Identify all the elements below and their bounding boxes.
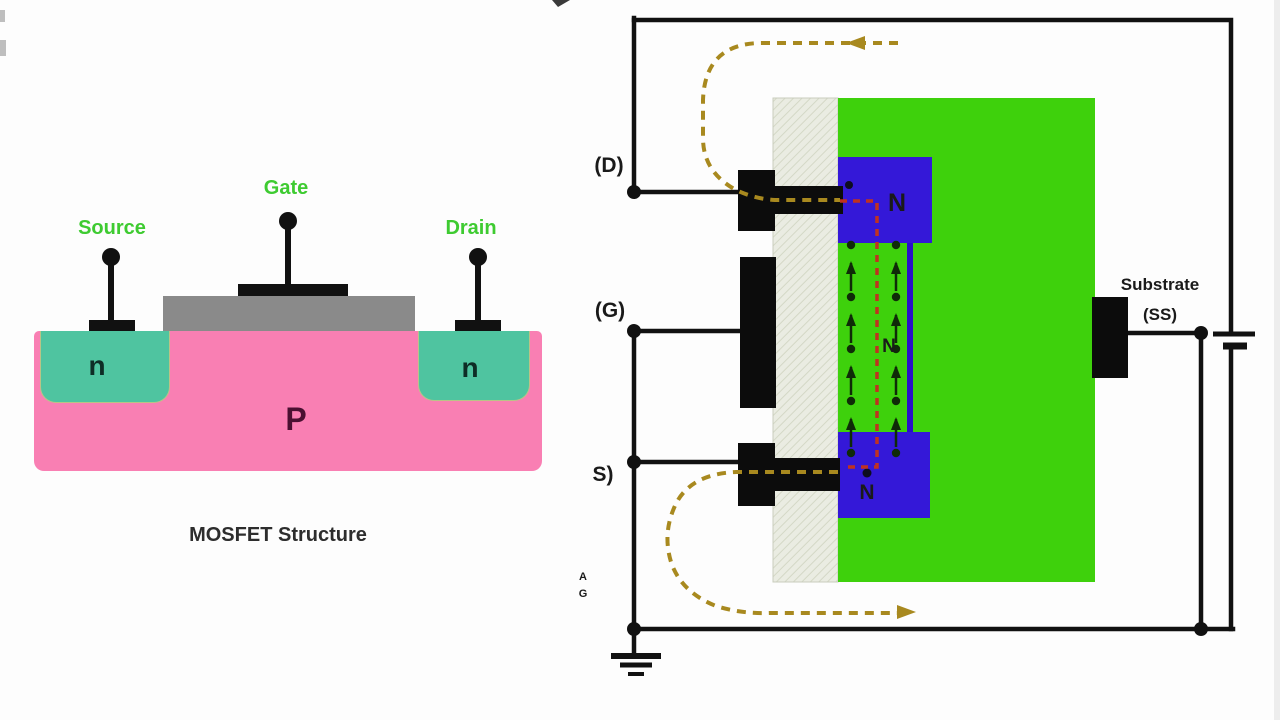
drain-terminal-label: (D)	[594, 154, 623, 177]
diagram-title: MOSFET Structure	[189, 524, 367, 546]
drain-current-arrowhead	[846, 36, 865, 50]
source-current-dashed-path	[665, 470, 898, 616]
substrate-wire	[1124, 330, 1204, 632]
p-region-label: P	[285, 401, 307, 437]
n-left-label: n	[88, 350, 106, 381]
electron-dots-in-n-regions	[845, 181, 872, 478]
channel-current-dashed-path	[840, 199, 879, 469]
electron-flow-left-column	[844, 239, 858, 458]
n-channel-label: N	[882, 336, 896, 357]
source-contact	[89, 320, 135, 332]
cropped-text-artifact	[552, 0, 570, 7]
n-source-label: N	[859, 481, 874, 504]
junction-dots	[627, 185, 1208, 636]
drain-label: Drain	[445, 217, 497, 239]
mosfet-structure-diagram: Source Gate Drain n n P MOSFET Structure	[0, 0, 560, 720]
gate-lead	[285, 219, 291, 287]
source-terminal-label: S)	[593, 463, 614, 486]
left-edge-artifact-1	[0, 10, 5, 22]
drain-lead	[475, 255, 481, 327]
ground-symbol	[611, 653, 661, 676]
drain-contact	[455, 320, 501, 332]
electron-flow-right-column	[889, 239, 903, 458]
substrate-label-line2: (SS)	[1143, 305, 1177, 324]
n-well-source	[40, 331, 170, 403]
gate-terminal-label: (G)	[595, 299, 625, 322]
gate-contact	[238, 284, 348, 297]
n-drain-region	[838, 157, 932, 243]
substrate-label-line1: Substrate	[1121, 275, 1199, 294]
watermark-line2: G	[579, 588, 588, 600]
gate-electrode	[740, 257, 776, 408]
metal-electrodes	[738, 170, 1128, 506]
watermark-line1: A	[579, 571, 587, 583]
source-electrode-bar	[775, 458, 840, 491]
source-label: Source	[78, 217, 146, 239]
circuit-wires	[631, 15, 1236, 656]
n-source-region	[838, 432, 930, 518]
induced-channel-line	[907, 243, 913, 433]
battery-symbol	[1213, 331, 1255, 350]
oxide-layer	[772, 97, 839, 583]
n-well-drain	[418, 331, 530, 401]
source-electrode	[738, 443, 775, 506]
left-edge-artifact-2	[0, 40, 6, 56]
n-right-label: n	[461, 352, 479, 383]
gate-oxide	[163, 296, 415, 331]
substrate-contact	[1092, 297, 1128, 378]
top-wire	[631, 17, 1234, 335]
gate-label: Gate	[263, 177, 309, 199]
drain-electrode	[738, 170, 775, 231]
source-lead	[108, 255, 114, 327]
source-current-arrowhead	[897, 605, 916, 619]
right-edge-strip	[1274, 0, 1280, 720]
n-drain-label: N	[888, 189, 906, 217]
